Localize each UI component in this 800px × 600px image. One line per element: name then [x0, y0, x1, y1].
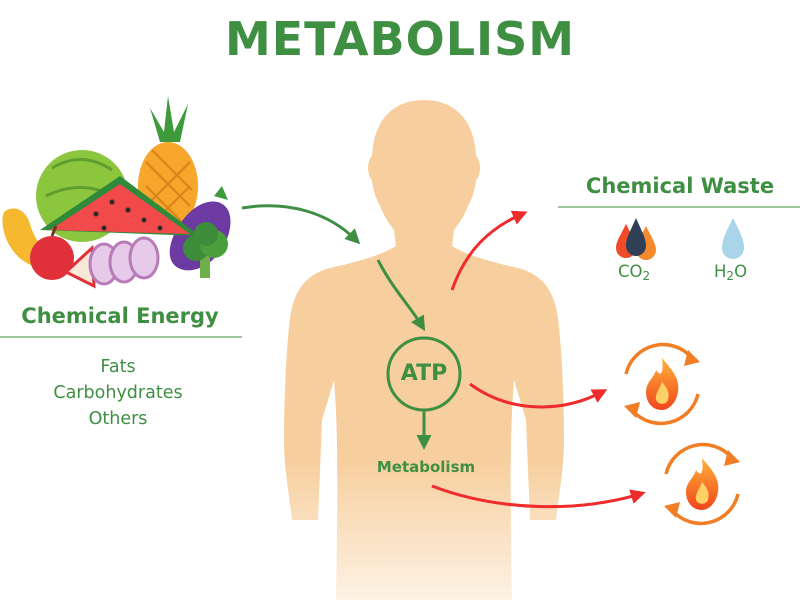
gas-drops-icon — [616, 218, 656, 260]
chemical-waste-heading: Chemical Waste — [585, 174, 775, 198]
atp-energy-arrow — [469, 382, 608, 409]
metabolism-energy-arrow — [431, 484, 646, 509]
metabolism-label: Metabolism — [376, 458, 476, 476]
co2-label: CO2 — [618, 262, 650, 283]
h2o-h: H — [714, 262, 727, 281]
co2-subscript: 2 — [642, 269, 651, 283]
atp-label: ATP — [400, 361, 448, 386]
water-drop-icon — [722, 218, 744, 259]
flame-cycle-icon — [624, 342, 700, 426]
body-to-atp-arrow — [376, 259, 426, 332]
food-to-body-arrow — [241, 204, 361, 245]
flame-cycle-icon — [664, 442, 740, 526]
chemical-energy-divider — [0, 336, 242, 338]
waste-arrow — [450, 210, 528, 291]
list-item: Others — [88, 409, 148, 429]
list-item: Fats — [100, 357, 136, 377]
atp-circle — [386, 336, 462, 412]
co2-base: CO — [618, 262, 643, 281]
h2o-subscript: 2 — [726, 269, 735, 283]
chemical-waste-divider — [558, 206, 800, 208]
fruits-vegetables-icon — [2, 96, 231, 289]
h2o-o: O — [734, 262, 748, 281]
chemical-energy-heading: Chemical Energy — [21, 304, 219, 328]
human-silhouette-icon — [284, 100, 564, 600]
list-item: Carbohydrates — [53, 383, 183, 403]
page-title: METABOLISM — [224, 12, 576, 66]
chemical-energy-list: Fats Carbohydrates Others — [0, 354, 236, 432]
h2o-label: H2O — [714, 262, 747, 283]
